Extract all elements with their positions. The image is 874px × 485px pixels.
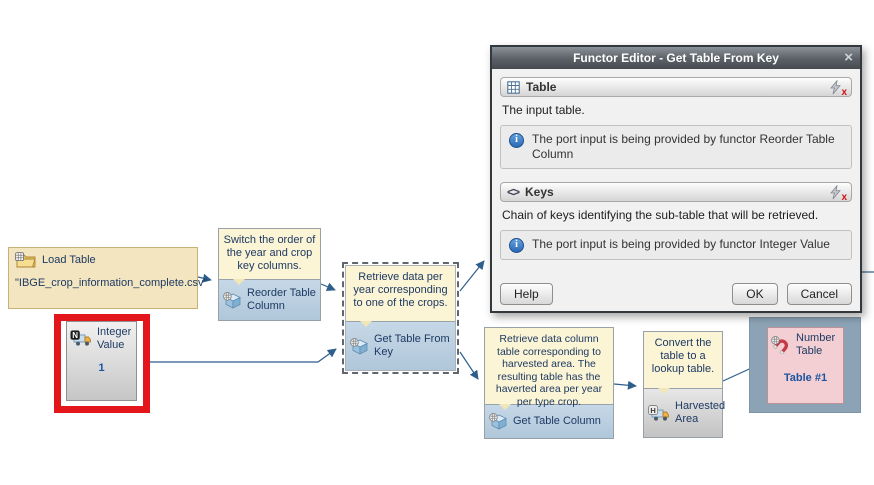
edge-integer-to-gtfk [150, 348, 337, 363]
functor-editor-dialog: Functor Editor - Get Table From Key × Ta… [490, 45, 862, 313]
red-x-icon: x [841, 86, 847, 98]
section-description: Chain of keys identifying the sub-table … [502, 208, 819, 222]
folder-table-icon [15, 252, 36, 268]
node-title: Harvested Area [675, 400, 726, 425]
magnet-table-icon [771, 335, 789, 354]
info-icon: i [509, 133, 524, 148]
info-text: The port input is being provided by func… [532, 237, 830, 251]
edge-gtfk-to-gtc [459, 351, 479, 380]
node-reorder-table-column[interactable]: Switch the order of the year and crop ke… [218, 228, 321, 321]
node-title: Integer Value [97, 326, 132, 351]
node-value: 1 [98, 362, 105, 375]
node-get-table-column[interactable]: Retrieve data column table corresponding… [484, 327, 614, 439]
cube-icon [489, 413, 507, 430]
dialog-titlebar[interactable]: Functor Editor - Get Table From Key × [492, 47, 860, 69]
note-notch [360, 321, 372, 327]
edge-gtfk-up-right [459, 260, 485, 292]
node-note: Switch the order of the year and crop ke… [219, 229, 320, 285]
node-body: Reorder Table Column [219, 279, 320, 320]
note-notch [499, 404, 511, 410]
highlight-box: N Integer Value 1 [54, 314, 150, 413]
node-header: N Integer Value [70, 325, 133, 352]
info-icon: i [509, 238, 524, 253]
truck-h-icon: H [648, 404, 669, 421]
table-grid-icon [507, 80, 520, 94]
node-note: Retrieve data per year corresponding to … [346, 266, 455, 327]
disconnect-port-button[interactable]: x [829, 78, 847, 98]
edge-gtc-to-harvested [613, 380, 637, 390]
close-icon[interactable]: × [844, 49, 853, 66]
lightning-icon [830, 78, 841, 94]
node-integer-value[interactable]: N Integer Value 1 [66, 321, 137, 401]
node-harvested-area[interactable]: Convert the table to a lookup table. H H… [643, 331, 726, 438]
note-notch [233, 279, 245, 285]
dialog-title: Functor Editor - Get Table From Key [573, 51, 779, 65]
section-label: Keys [525, 185, 554, 199]
node-title: Load Table [42, 253, 96, 266]
dialog-body: Table x The input table. i The port inpu… [492, 69, 860, 311]
node-body: Get Table From Key [346, 321, 455, 370]
section-table-header[interactable]: Table x [500, 77, 852, 98]
node-header: Load Table [15, 252, 191, 268]
section-label: Table [526, 80, 557, 94]
cancel-button[interactable]: Cancel [786, 283, 852, 305]
section-keys-header[interactable]: <> Keys x [500, 182, 852, 203]
cube-icon [223, 291, 241, 309]
red-x-icon: x [841, 191, 847, 203]
edge-loadtable-to-reorder [197, 273, 212, 283]
node-note: Convert the table to a lookup table. [644, 332, 722, 394]
node-value: "IBGE_crop_information_complete.csv" [15, 277, 208, 289]
ok-button[interactable]: OK [732, 283, 778, 305]
angle-brackets-icon: <> [507, 185, 520, 199]
section-description: The input table. [502, 103, 585, 117]
node-title: Reorder Table Column [247, 287, 316, 312]
lightning-icon [830, 183, 841, 199]
node-body: H Harvested Area [644, 388, 726, 437]
info-box: i The port input is being provided by fu… [500, 230, 852, 260]
node-get-table-from-key[interactable]: Retrieve data per year corresponding to … [345, 265, 456, 371]
node-note: Retrieve data column table corresponding… [485, 328, 613, 410]
svg-text:H: H [650, 406, 655, 415]
number-table-group[interactable]: Number Table Table #1 [749, 317, 861, 413]
node-load-table[interactable]: Load Table "IBGE_crop_information_comple… [8, 247, 208, 309]
selection-border: Retrieve data per year corresponding to … [342, 262, 459, 374]
truck-n-icon: N [70, 330, 91, 346]
info-box: i The port input is being provided by fu… [500, 125, 852, 169]
edge-reorder-to-gtfk [320, 282, 336, 291]
node-number-table[interactable]: Number Table Table #1 [767, 327, 844, 404]
node-title: Number Table [796, 332, 836, 357]
dialog-buttons: Help OK Cancel [500, 283, 852, 305]
disconnect-port-button[interactable]: x [829, 183, 847, 203]
node-value: Table #1 [783, 372, 828, 385]
help-button[interactable]: Help [500, 283, 553, 305]
node-header: Number Table [771, 331, 840, 358]
cube-icon [350, 337, 368, 355]
note-notch [658, 388, 670, 394]
node-title: Get Table Column [513, 415, 601, 428]
node-title: Get Table From Key [374, 333, 450, 358]
info-text: The port input is being provided by func… [532, 132, 835, 161]
svg-text:N: N [72, 331, 78, 340]
